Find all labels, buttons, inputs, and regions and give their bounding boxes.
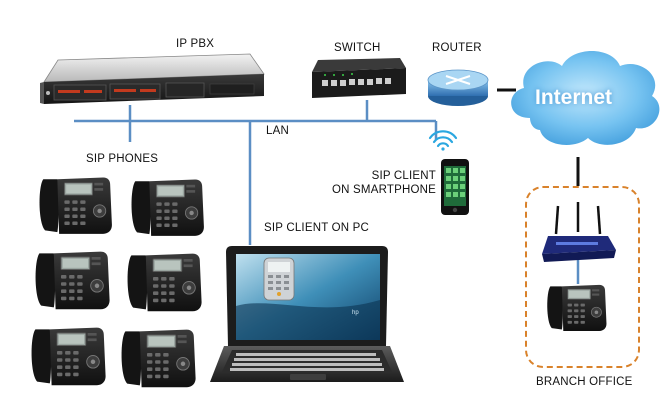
lan-lines [74,100,438,245]
sip-client-smartphone-line1: SIP CLIENT [371,170,436,182]
smartphone-icon [441,159,469,215]
switch-icon [312,58,406,98]
branch-office-label: BRANCH OFFICE [536,376,633,388]
wifi-icon [428,130,458,151]
ip-pbx-label: IP PBX [176,38,215,50]
wireless-router-icon [542,202,616,262]
laptop-icon: hp [210,246,404,382]
server-icon [40,53,265,104]
lan-label: LAN [266,125,289,137]
cloud-icon [511,51,660,145]
branch-office-container [525,186,640,368]
router-icon [427,69,489,106]
sip-client-smartphone-line2: ON SMARTPHONE [332,184,436,196]
desk-phone-icon [31,177,205,388]
switch-label: SWITCH [334,42,381,54]
router-label: ROUTER [432,42,482,54]
internet-label: Internet [535,86,613,109]
sip-phones-label: SIP PHONES [86,153,159,165]
sip-client-pc-label: SIP CLIENT ON PC [264,222,370,234]
svg-text:hp: hp [352,310,359,316]
sip-client-smartphone-label: SIP CLIENT ON SMARTPHONE [332,170,440,196]
